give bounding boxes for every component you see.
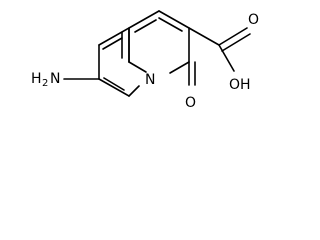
bond-c-o-double	[218, 27, 248, 46]
bond-c6-c7-inner	[103, 77, 125, 91]
amino-subscript-label: 2	[42, 78, 48, 89]
bond-c2-c3	[158, 10, 190, 29]
carbonyl-o-label: O	[185, 95, 196, 111]
bond-c6-c7	[98, 78, 130, 97]
ring-n-label: N	[145, 72, 155, 88]
bond-c2-c3-inner	[158, 17, 183, 32]
bond-c1-c2	[128, 10, 160, 29]
hydroxyl-label: OH	[229, 77, 251, 93]
structure-svg: H 2 N N O O OH	[31, 10, 259, 111]
bond-c8a-n	[128, 61, 147, 73]
bond-c4-n	[169, 61, 190, 74]
amino-n-label: N	[50, 71, 60, 87]
bond-n-c6	[128, 85, 140, 97]
bond-c-oh	[218, 44, 235, 72]
bond-c1-c2-inner	[134, 19, 157, 33]
molecule-diagram: H 2 N N O O OH	[0, 0, 280, 121]
carboxyl-o-label: O	[248, 12, 259, 28]
bond-c8-c8a-double	[102, 37, 123, 50]
bond-c-o-double-inner	[221, 33, 251, 52]
bond-c8-c9	[98, 27, 130, 46]
bond-c3-ccooh	[188, 27, 220, 46]
amino-h-label: H	[31, 71, 42, 87]
